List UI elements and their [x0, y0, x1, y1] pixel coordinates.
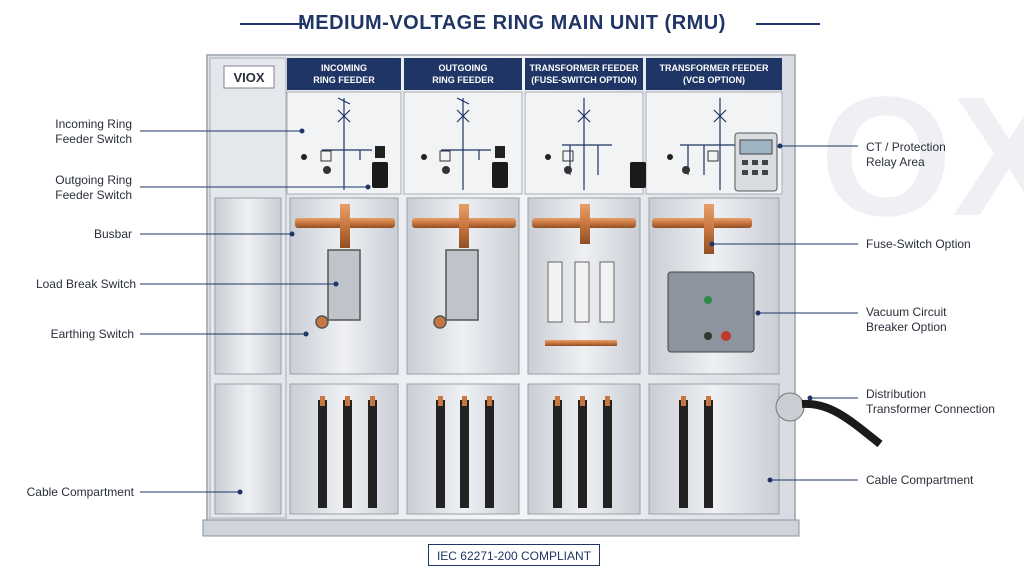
label-cable-compartment-left: Cable Compartment: [26, 485, 134, 499]
label-load-break-switch: Load Break Switch: [35, 277, 136, 291]
leader-lines: [140, 128, 858, 495]
title-rule-left: [240, 23, 304, 25]
busbars: [295, 204, 752, 254]
panel-4-header: [646, 58, 782, 90]
panel-3-title-1: TRANSFORMER FEEDER: [529, 63, 639, 73]
label-fuse-switch-option: Fuse-Switch Option: [866, 237, 971, 251]
label-earthing-switch: Earthing Switch: [50, 327, 134, 341]
panel-1-header: [287, 58, 401, 90]
panel-2-header: [404, 58, 522, 90]
door-controls: [301, 146, 719, 188]
panel-2-title-2: RING FEEDER: [432, 75, 494, 85]
page-title: MEDIUM-VOLTAGE RING MAIN UNIT (RMU): [298, 12, 726, 34]
label-cable-compartment-right: Cable Compartment: [866, 473, 974, 487]
panel-1-title-1: INCOMING: [321, 63, 367, 73]
cables: [318, 396, 713, 508]
protection-relay: [734, 132, 778, 192]
panel-4-title-1: TRANSFORMER FEEDER: [659, 63, 769, 73]
panel-3-title-2: (FUSE-SWITCH OPTION): [531, 75, 637, 85]
compliance-badge: IEC 62271-200 COMPLIANT: [428, 544, 600, 566]
mimic-diagrams: [322, 97, 740, 190]
title-rule-right: [756, 23, 820, 25]
switch-mechanisms: [315, 249, 479, 329]
brand-logo: VIOX: [233, 70, 264, 85]
vacuum-circuit-breaker: [667, 271, 755, 353]
side-compartment-low: [214, 383, 282, 515]
panel-3-header: [525, 58, 643, 90]
fuses: [545, 261, 617, 346]
label-busbar: Busbar: [93, 227, 132, 241]
panel-1-title-2: RING FEEDER: [313, 75, 375, 85]
panel-2-title-1: OUTGOING: [439, 63, 488, 73]
cabinet-base: [202, 519, 800, 537]
watermark-text: OX: [820, 62, 1024, 252]
brand-plate: [223, 65, 275, 89]
panel-4-title-2: (VCB OPTION): [683, 75, 745, 85]
transformer-connection: [775, 392, 883, 448]
side-compartment-mid: [214, 197, 282, 375]
panel-4-low: [648, 383, 780, 515]
